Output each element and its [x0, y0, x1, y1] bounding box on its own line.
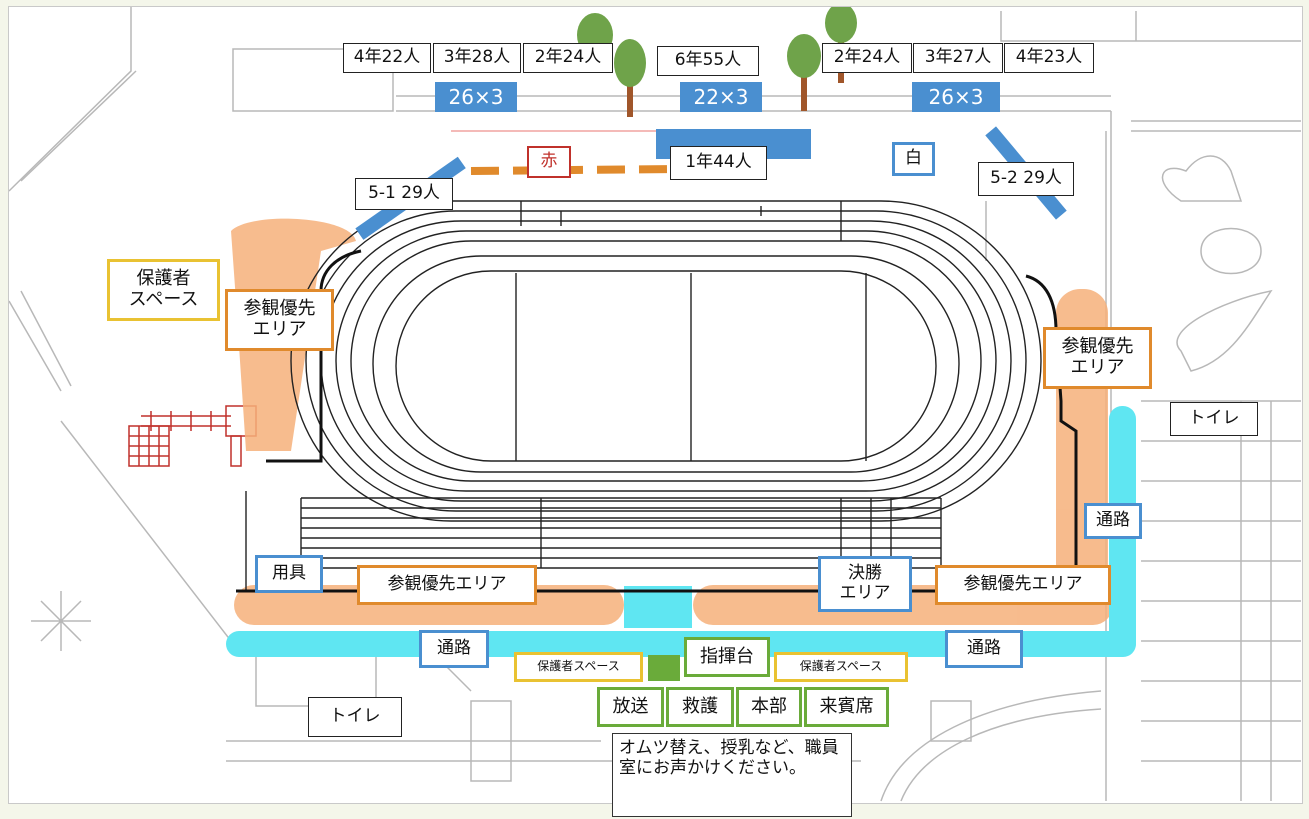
team-red-label: 赤: [527, 146, 571, 178]
passage-bottom-right: 通路: [945, 630, 1023, 668]
guardian-space-text: 保護者 スペース: [128, 268, 199, 310]
class-label-4th-22: 4年22人: [343, 43, 431, 73]
broadcast-text: 放送: [612, 695, 649, 717]
running-track: [245, 200, 1042, 591]
toilet-right: トイレ: [1170, 402, 1258, 436]
guest-seats-text: 来賓席: [819, 695, 874, 717]
passage-bottom-left: 通路: [419, 630, 489, 668]
passage-text: 通路: [437, 638, 471, 659]
headquarters-text: 本部: [751, 695, 787, 717]
class-label-5-1: 5-1 29人: [355, 178, 453, 210]
class-label-3rd-28: 3年28人: [433, 43, 521, 73]
guest-seats-label: 来賓席: [804, 687, 889, 727]
equipment-area: 用具: [255, 555, 323, 593]
first-aid-label: 救護: [666, 687, 734, 727]
seat-block-text: 22×3: [693, 84, 749, 109]
final-area-text: 決勝 エリア: [839, 563, 891, 603]
headquarters-label: 本部: [736, 687, 802, 727]
tree: [614, 39, 646, 117]
toilet-text: トイレ: [1188, 408, 1240, 429]
passage-text: 通路: [1096, 510, 1130, 531]
viewing-priority-text: 参観優先 エリア: [1061, 336, 1134, 378]
building-outlines: [9, 7, 1301, 802]
guardian-space-left: 保護者 スペース: [107, 259, 220, 321]
seat-bars: [355, 126, 1067, 240]
podium-marker: [648, 655, 680, 681]
team-white-text: 白: [905, 148, 922, 169]
viewing-priority-text: 参観優先エリア: [387, 574, 507, 595]
tree: [787, 34, 821, 111]
class-label-text: 5-2 29人: [990, 168, 1062, 189]
diaper-nursing-note: オムツ替え、授乳など、職員室にお声かけください。: [612, 733, 852, 817]
equipment-text: 用具: [272, 563, 306, 584]
seat-block-text: 26×3: [928, 84, 984, 109]
toilet-text: トイレ: [329, 706, 381, 727]
class-label-1st-44: 1年44人: [670, 146, 767, 180]
playground-equipment: [128, 405, 257, 467]
team-white-label: 白: [892, 142, 935, 176]
guardian-space-text: 保護者スペース: [799, 659, 883, 674]
seat-block-left: 26×3: [435, 82, 517, 112]
first-aid-text: 救護: [682, 695, 718, 717]
class-label-text: 3年28人: [443, 47, 511, 68]
boundary-lines: [236, 249, 1096, 593]
class-label-text: 1年44人: [685, 152, 752, 173]
team-red-text: 赤: [540, 151, 558, 172]
class-label-6th-55: 6年55人: [657, 46, 759, 76]
viewing-priority-text: 参観優先 エリア: [243, 298, 316, 340]
viewing-priority-bottom-right: 参観優先エリア: [935, 565, 1111, 605]
class-label-2nd-24-right: 2年24人: [822, 43, 912, 73]
broadcast-label: 放送: [597, 687, 664, 727]
map-frame: [8, 6, 1303, 804]
viewing-priority-left: 参観優先 エリア: [225, 289, 334, 351]
viewing-priority-right: 参観優先 エリア: [1043, 327, 1152, 389]
class-label-4th-23: 4年23人: [1004, 43, 1094, 73]
class-label-text: 5-1 29人: [368, 183, 440, 204]
class-label-text: 4年23人: [1015, 47, 1083, 68]
podium-text: 指揮台: [700, 645, 754, 667]
class-label-3rd-27: 3年27人: [913, 43, 1003, 73]
passage-right: 通路: [1084, 503, 1142, 539]
seat-block-text: 26×3: [448, 84, 504, 109]
class-label-2nd-24-left: 2年24人: [523, 43, 613, 73]
red-team-line: [470, 165, 682, 175]
seat-block-center: 22×3: [680, 82, 762, 112]
class-label-5-2: 5-2 29人: [978, 162, 1074, 196]
class-label-text: 3年27人: [924, 47, 992, 68]
seat-block-right: 26×3: [912, 82, 1000, 112]
passage-text: 通路: [967, 638, 1001, 659]
podium-label: 指揮台: [684, 637, 770, 677]
guardian-space-small-left: 保護者スペース: [514, 652, 643, 682]
class-label-text: 4年22人: [353, 47, 421, 68]
map-background: [9, 7, 1301, 802]
guardian-space-small-right: 保護者スペース: [774, 652, 908, 682]
toilet-bottom: トイレ: [308, 697, 402, 737]
guardian-space-text: 保護者スペース: [537, 659, 620, 674]
class-label-text: 2年24人: [534, 47, 602, 68]
class-label-text: 6年55人: [674, 50, 742, 71]
viewing-priority-bottom-left: 参観優先エリア: [357, 565, 537, 605]
note-text: オムツ替え、授乳など、職員室にお声かけください。: [619, 738, 839, 779]
viewing-priority-text: 参観優先エリア: [963, 574, 1083, 595]
class-label-text: 2年24人: [833, 47, 901, 68]
final-area: 決勝 エリア: [818, 556, 912, 612]
